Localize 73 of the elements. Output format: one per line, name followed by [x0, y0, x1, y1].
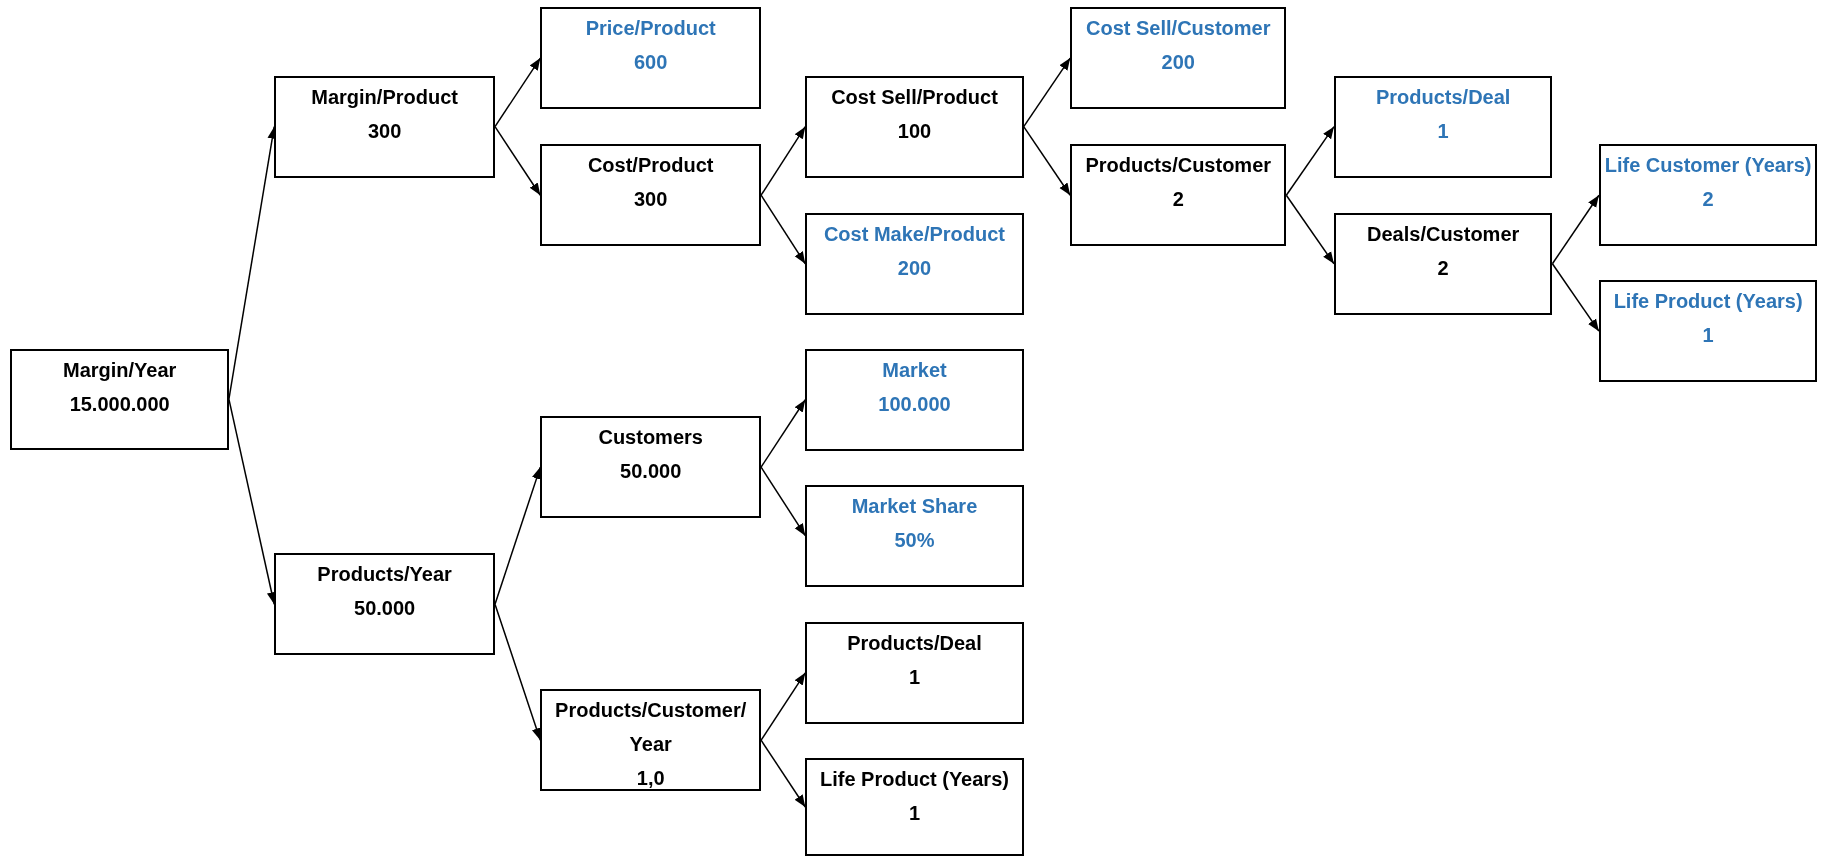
arrow: [1551, 194, 1600, 265]
node-title: Cost Sell/Customer: [1085, 15, 1272, 41]
node-value: 50%: [893, 527, 936, 553]
arrow: [494, 125, 542, 196]
node-title: Products/Deal: [846, 630, 983, 656]
node-title: Cost Sell/Product: [830, 84, 999, 110]
node-title: Cost Make/Product: [822, 221, 1007, 247]
node-value: 1: [907, 800, 922, 826]
node-title: Deals/Customer: [1366, 221, 1521, 247]
node-value: 1: [907, 664, 922, 690]
node-value: 600: [633, 49, 669, 75]
node-box: [805, 484, 1024, 587]
node-box: [1070, 6, 1287, 110]
arrow: [494, 466, 542, 605]
node-box: [540, 689, 762, 792]
node-value: 1,0: [635, 766, 666, 792]
node-box: [540, 6, 762, 110]
arrow: [1551, 263, 1600, 332]
arrow: [494, 603, 542, 741]
arrow: [1022, 57, 1071, 128]
node-value: 15.000.000: [68, 391, 171, 417]
node-box: [805, 348, 1024, 451]
node-title: Products/Customer/ Year: [554, 698, 748, 758]
node-value: 50.000: [353, 596, 417, 622]
node-box: [10, 348, 229, 450]
node-title: Products/Year: [316, 562, 453, 588]
node-value: 300: [366, 118, 403, 144]
node-title: Margin/Product: [310, 84, 459, 110]
arrow: [1022, 125, 1071, 196]
node-title: Products/Deal: [1374, 84, 1512, 110]
arrow: [1285, 125, 1335, 196]
node-box: [805, 212, 1024, 315]
node-value: 300: [633, 187, 669, 213]
node-value: 50.000: [619, 459, 683, 484]
node-box: [805, 621, 1024, 724]
node-title: Life Customer (Years): [1603, 153, 1813, 179]
arrow: [760, 398, 806, 468]
arrow: [760, 739, 806, 808]
node-box: [1070, 144, 1287, 247]
arrow: [760, 672, 806, 741]
node-title: Products/Customer: [1084, 153, 1273, 179]
node-value: 200: [896, 255, 933, 281]
arrow: [494, 57, 542, 128]
node-box: [1333, 212, 1553, 315]
node-value: 2: [1436, 255, 1450, 281]
node-box: [540, 144, 762, 247]
node-value: 100: [896, 118, 933, 144]
node-title: Customers: [597, 425, 704, 450]
node-value: 1: [1701, 323, 1715, 349]
node-title: Price/Product: [584, 15, 717, 41]
node-value: 1: [1436, 118, 1450, 144]
node-title: Life Product (Years): [819, 766, 1010, 792]
node-box: [1598, 144, 1818, 247]
node-box: [1333, 75, 1553, 178]
node-value: 2: [1701, 187, 1715, 213]
node-box: [274, 553, 495, 656]
arrow: [1285, 194, 1335, 265]
arrow: [760, 194, 806, 265]
node-box: [805, 757, 1024, 857]
node-title: Cost/Product: [586, 153, 715, 179]
node-value: 2: [1171, 187, 1185, 213]
node-title: Margin/Year: [62, 357, 178, 383]
node-box: [1598, 280, 1818, 383]
node-title: Life Product (Years): [1612, 289, 1804, 315]
node-box: [805, 75, 1024, 178]
node-title: Market: [881, 357, 948, 383]
node-title: Market Share: [850, 493, 979, 519]
node-value: 200: [1160, 49, 1196, 75]
arrow: [760, 125, 806, 196]
arrow: [760, 466, 806, 537]
node-box: [274, 75, 495, 178]
node-value: 100.000: [877, 391, 952, 417]
node-box: [540, 416, 762, 519]
